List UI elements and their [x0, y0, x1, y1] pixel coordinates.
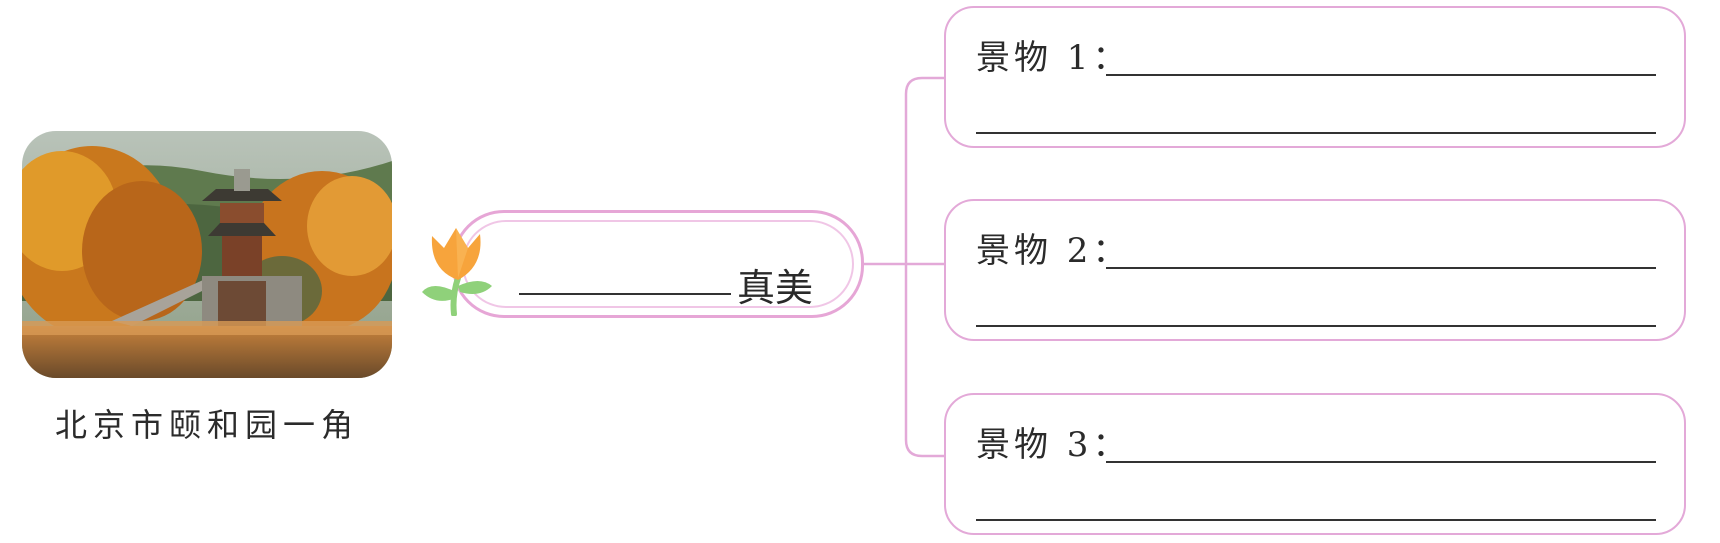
scenery-3-answer-line-1[interactable]: [1106, 461, 1656, 463]
pavilion-landscape-image: [22, 131, 392, 378]
scenery-3-answer-line-2[interactable]: [976, 519, 1656, 521]
scenery-box-1: 景物 1：: [944, 6, 1686, 148]
scenery-1-answer-line-2[interactable]: [976, 132, 1656, 134]
scenery-label-2: 景物 2：: [976, 231, 1131, 271]
scenery-1-answer-line-1[interactable]: [1106, 74, 1656, 76]
scenery-label-3: 景物 3：: [976, 425, 1131, 465]
scenery-2-answer-line-2[interactable]: [976, 325, 1656, 327]
summer-palace-photo: [22, 131, 392, 378]
scenery-2-answer-line-1[interactable]: [1106, 267, 1656, 269]
photo-caption: 北京市颐和园一角: [54, 406, 359, 444]
topic-box: 真美: [452, 210, 864, 318]
topic-text: 真美: [737, 266, 814, 310]
tulip-icon: [422, 228, 492, 316]
scenery-box-3: 景物 3：: [944, 393, 1686, 535]
topic-blank-line[interactable]: [519, 293, 731, 295]
scenery-label-1: 景物 1：: [976, 38, 1131, 78]
scenery-box-2: 景物 2：: [944, 199, 1686, 341]
